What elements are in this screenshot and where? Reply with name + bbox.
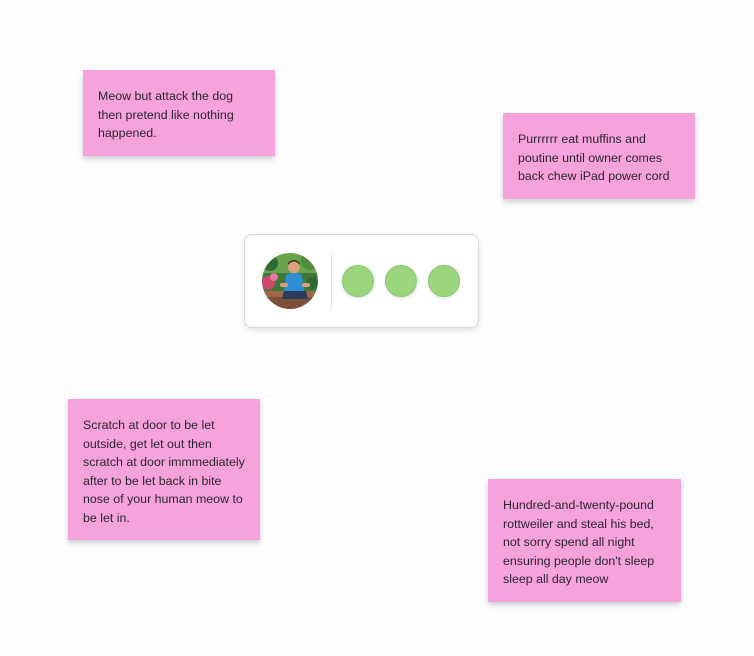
presence-dot-icon[interactable] (428, 265, 460, 297)
avatar-photo-icon (262, 253, 318, 309)
sticky-note-text: Purrrrrr eat muffins and poutine until o… (518, 132, 670, 184)
sticky-note-text: Hundred-and-twenty-pound rottweiler and … (503, 498, 655, 587)
sticky-note[interactable]: Meow but attack the dog then pretend lik… (83, 70, 275, 156)
sticky-note-text: Scratch at door to be let outside, get l… (83, 418, 245, 525)
sticky-note[interactable]: Hundred-and-twenty-pound rottweiler and … (488, 479, 681, 602)
sticky-note-text: Meow but attack the dog then pretend lik… (98, 89, 234, 141)
user-avatar[interactable] (262, 253, 318, 309)
presence-dot-icon[interactable] (385, 265, 417, 297)
presence-card (244, 234, 479, 328)
card-divider (331, 253, 332, 309)
sticky-note[interactable]: Purrrrrr eat muffins and poutine until o… (503, 113, 695, 199)
sticky-note[interactable]: Scratch at door to be let outside, get l… (68, 399, 260, 540)
presence-dot-icon[interactable] (342, 265, 374, 297)
